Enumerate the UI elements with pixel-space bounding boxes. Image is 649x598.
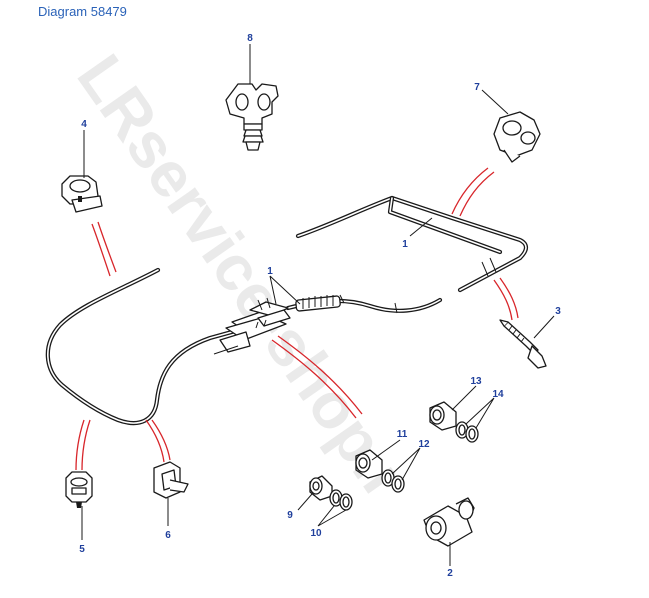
part-9-port [309,475,333,501]
callout-6: 6 [165,530,171,541]
part-7-pipe-clip [493,111,541,163]
central-connector-block [213,297,291,355]
part-3-stud [499,319,547,369]
callout-12: 12 [418,439,430,450]
callout-8: 8 [247,33,253,44]
part-12-o-rings [381,469,405,493]
part-4-push-clip [61,175,103,213]
callout-2: 2 [447,568,453,579]
part-5-clip [65,471,93,508]
pipe-assembly-left [45,267,278,426]
diagram-title: Diagram 58479 [38,4,127,19]
part-14-o-rings [455,421,479,443]
callout-numbers: 8 7 4 1 1 3 5 6 9 10 11 12 13 14 2 [79,33,561,579]
callout-5: 5 [79,544,85,555]
leader-lines [81,44,555,566]
pipe-assembly-centre [285,294,443,314]
red-location-leaders [75,167,519,471]
part-8-twin-pipe-clip [225,83,279,151]
callout-10: 10 [310,528,322,539]
callout-7: 7 [474,82,480,93]
callout-14: 14 [492,389,504,400]
callout-11: 11 [397,429,408,440]
part-6-bracket-clip [153,461,189,499]
callout-1-right: 1 [402,239,408,250]
callout-1-centre: 1 [267,266,273,277]
callout-4: 4 [81,119,87,130]
callout-3: 3 [555,306,561,317]
part-13-port [429,401,457,431]
callout-13: 13 [470,376,482,387]
callout-9: 9 [287,510,293,521]
pipe-assembly-right [295,195,529,293]
part-2-connector [423,497,475,547]
